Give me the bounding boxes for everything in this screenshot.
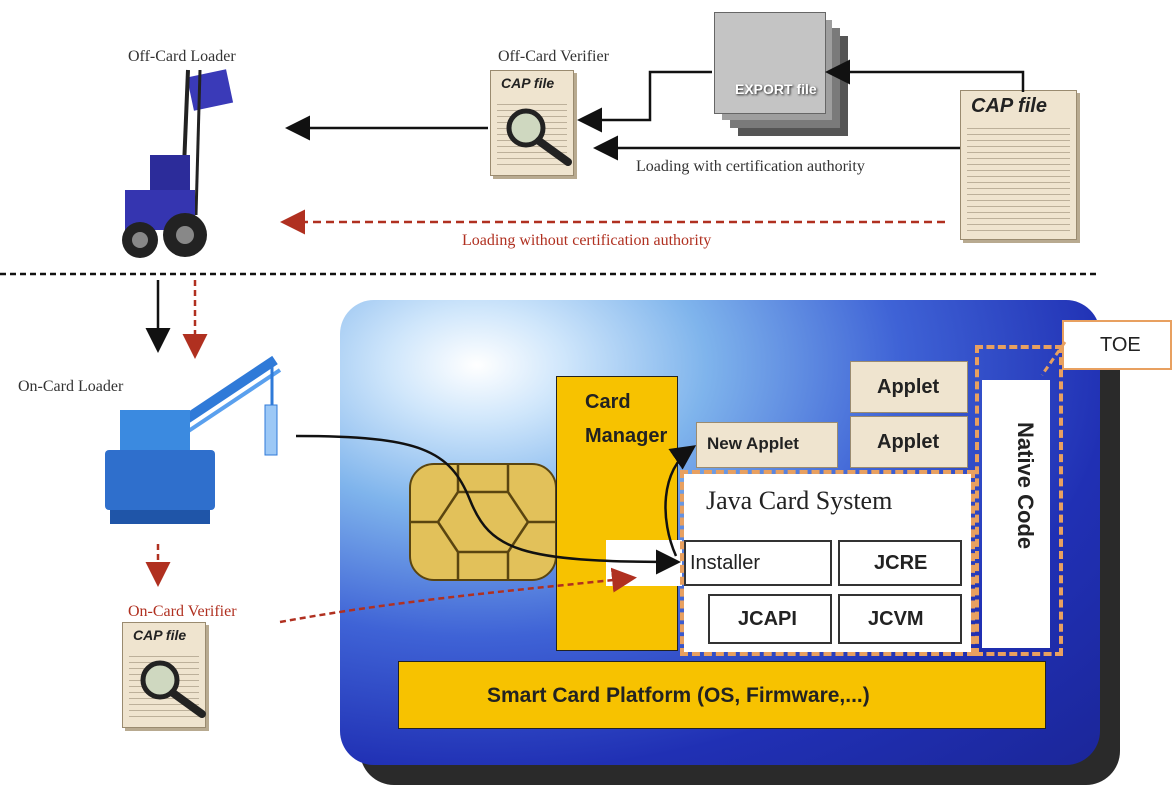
on-card-verifier-cap-file: CAP file: [122, 622, 206, 728]
applet-label: Applet: [877, 431, 940, 453]
toe-label: TOE: [1100, 334, 1141, 356]
loading-with-ca-label: Loading with certification authority: [636, 158, 865, 175]
jcvm-box: JCVM: [838, 594, 962, 644]
on-card-connections: [279, 434, 697, 624]
puzzle-icon: EXPORT file: [714, 12, 826, 114]
chip-icon: [409, 463, 557, 581]
off-card-arrows: [0, 59, 1100, 276]
off-card-verifier-label: Off-Card Verifier: [498, 48, 609, 65]
jcapi-label: JCAPI: [738, 608, 797, 630]
smart-card-platform: Smart Card Platform (OS, Firmware,...): [398, 661, 1046, 729]
new-applet-label: New Applet: [707, 434, 799, 453]
installer-label: Installer: [690, 552, 761, 574]
jcre-box: JCRE: [838, 540, 962, 586]
on-card-verifier-label: On-Card Verifier: [128, 603, 237, 620]
toe-connector: [1040, 341, 1067, 376]
forklift-icon: [122, 69, 234, 258]
on-card-down-arrows: [145, 280, 208, 587]
crane-icon: [105, 355, 282, 524]
cap-file-title: CAP file: [971, 95, 1047, 117]
cap-file-source: CAP file: [960, 90, 1077, 240]
toe-java-card-outline: [680, 470, 975, 656]
cap-file-title: CAP file: [501, 75, 555, 91]
magnifier-icon: [140, 660, 206, 718]
loading-without-ca-label: Loading without certification authority: [462, 232, 712, 249]
applet-label: Applet: [877, 376, 940, 398]
card-manager-label: Card Manager: [585, 391, 668, 447]
applet-1: Applet: [850, 361, 968, 413]
jcre-label: JCRE: [874, 552, 928, 574]
on-card-loader-label: On-Card Loader: [18, 378, 124, 395]
magnifier-icon: [506, 108, 572, 166]
applet-2: Applet: [850, 416, 968, 468]
smart-card-platform-label: Smart Card Platform (OS, Firmware,...): [487, 684, 870, 707]
off-card-loader-label: Off-Card Loader: [128, 48, 236, 65]
toe-native-code-outline: [975, 345, 1063, 656]
jcvm-label: JCVM: [868, 608, 924, 630]
jcapi-box: JCAPI: [708, 594, 832, 644]
installer-box: Installer: [684, 540, 832, 586]
card-manager: Card Manager: [556, 376, 678, 651]
native-code: Native Code: [982, 380, 1050, 648]
export-file-label: EXPORT file: [735, 81, 817, 97]
java-card-system-label: Java Card System: [706, 486, 893, 515]
new-applet: New Applet: [696, 422, 838, 468]
cap-file-title: CAP file: [133, 627, 187, 643]
